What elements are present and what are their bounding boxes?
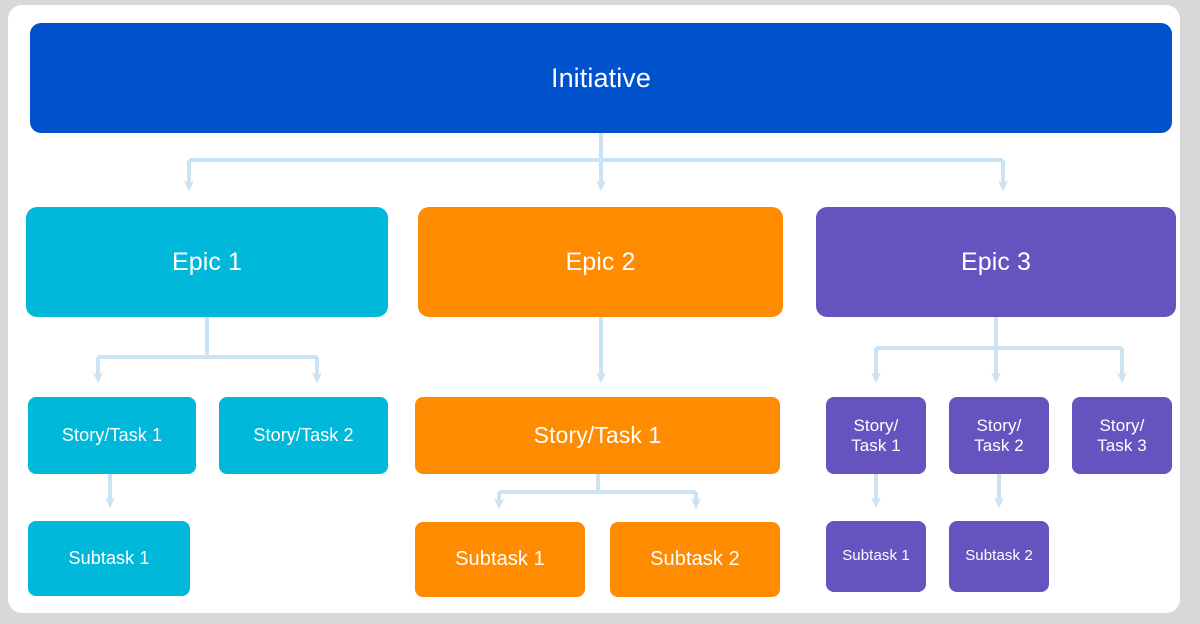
- node-epic-1[interactable]: Epic 1: [26, 207, 388, 317]
- node-epic1-subtask-1[interactable]: Subtask 1: [28, 521, 190, 596]
- node-initiative[interactable]: Initiative: [30, 23, 1172, 133]
- node-epic3-subtask-2[interactable]: Subtask 2: [949, 521, 1049, 592]
- node-epic2-story-task-1[interactable]: Story/Task 1: [415, 397, 780, 474]
- node-epic1-story-task-2[interactable]: Story/Task 2: [219, 397, 388, 474]
- node-epic3-story-task-1[interactable]: Story/ Task 1: [826, 397, 926, 474]
- node-epic-2[interactable]: Epic 2: [418, 207, 783, 317]
- node-epic1-story-task-1[interactable]: Story/Task 1: [28, 397, 196, 474]
- node-epic3-subtask-1[interactable]: Subtask 1: [826, 521, 926, 592]
- node-epic3-story-task-2[interactable]: Story/ Task 2: [949, 397, 1049, 474]
- node-epic2-subtask-2[interactable]: Subtask 2: [610, 522, 780, 597]
- node-epic2-subtask-1[interactable]: Subtask 1: [415, 522, 585, 597]
- node-epic-3[interactable]: Epic 3: [816, 207, 1176, 317]
- node-epic3-story-task-3[interactable]: Story/ Task 3: [1072, 397, 1172, 474]
